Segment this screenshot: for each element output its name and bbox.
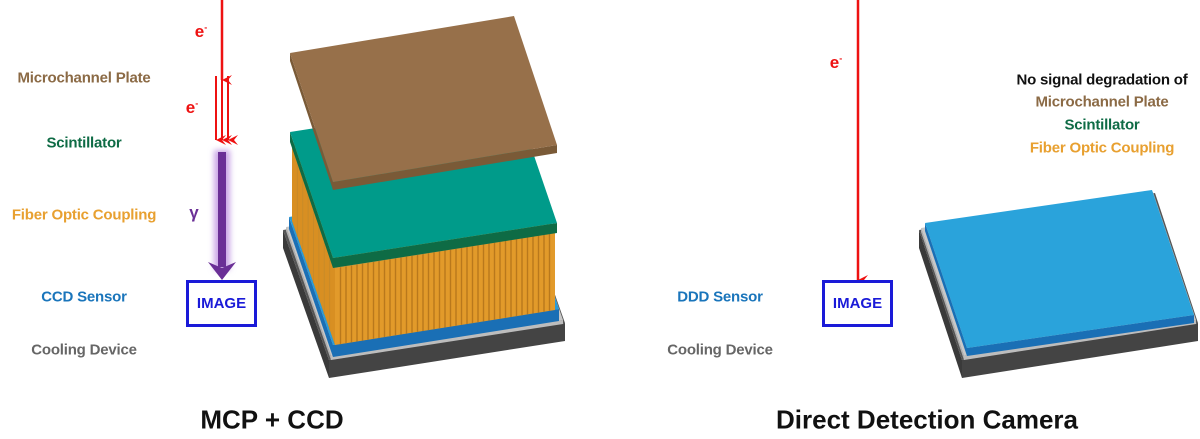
label-microchannel-plate: Microchannel Plate <box>17 69 151 87</box>
electron-symbol: e- <box>829 53 843 72</box>
label-scintillator: Scintillator <box>46 134 122 152</box>
multiplied-electron-arrows <box>215 76 238 145</box>
label-ccd-sensor: CCD Sensor <box>41 288 127 306</box>
left-panel-title: MCP + CCD <box>200 404 344 435</box>
electron-symbol-multiplied: e- <box>185 98 199 117</box>
left-signal-path <box>208 0 238 280</box>
label-cooling-device: Cooling Device <box>667 341 773 359</box>
photon-symbol: γ <box>189 203 199 222</box>
label-ddd-sensor: DDD Sensor <box>677 288 763 306</box>
note-heading: No signal degradation of <box>1016 71 1188 89</box>
note-item-scintillator: Scintillator <box>1064 116 1140 134</box>
image-box: IMAGE <box>822 280 893 327</box>
ddd-stack <box>919 190 1198 378</box>
note-item-mcp: Microchannel Plate <box>1035 93 1169 111</box>
image-box: IMAGE <box>186 280 257 327</box>
ddd-sensor-layer <box>925 190 1194 356</box>
note-item-fiber: Fiber Optic Coupling <box>1029 139 1175 157</box>
mcp-ccd-stack <box>283 16 565 378</box>
right-panel-title: Direct Detection Camera <box>776 404 1078 435</box>
photon-arrow <box>208 150 236 280</box>
label-fiber-optic-coupling: Fiber Optic Coupling <box>11 206 157 224</box>
electron-symbol: e- <box>194 22 208 41</box>
label-cooling-device: Cooling Device <box>31 341 137 359</box>
microchannel-plate-layer <box>290 16 557 190</box>
